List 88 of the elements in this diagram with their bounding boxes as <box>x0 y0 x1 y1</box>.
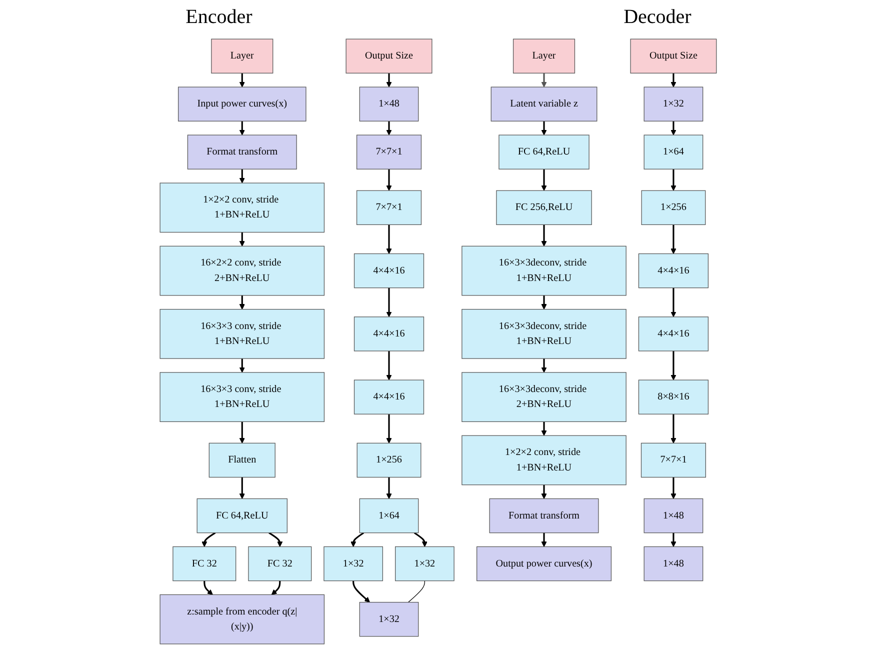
node-box: 16×3×3deconv, stride 2+BN+ReLU <box>462 372 627 422</box>
arrow <box>240 422 246 444</box>
node-box: 4×4×16 <box>638 316 709 352</box>
arrow <box>670 414 676 444</box>
node-box: 4×4×16 <box>354 380 424 414</box>
node-box: Layer <box>513 38 576 74</box>
arrow <box>386 414 392 444</box>
arrow <box>542 121 548 136</box>
node-box: Output Size <box>346 38 433 74</box>
node-box: 1×256 <box>357 442 422 478</box>
arrow <box>386 73 392 88</box>
node-box: 4×4×16 <box>638 253 709 288</box>
arrow <box>670 532 676 547</box>
node-box: 1×256 <box>642 190 706 225</box>
arrow <box>670 73 676 88</box>
arrow <box>670 477 676 499</box>
arrow <box>386 169 392 191</box>
node-box: 4×4×16 <box>354 253 424 288</box>
connector <box>408 580 426 603</box>
node-box: 7×7×1 <box>356 134 422 170</box>
node-box: Layer <box>211 38 274 74</box>
node-box: FC 64,ReLU <box>498 134 590 170</box>
arrow <box>542 169 548 191</box>
node-box: 1×64 <box>360 498 419 534</box>
node-box: 1×32 <box>644 86 704 122</box>
node-box: Output Size <box>630 38 717 74</box>
arrow <box>670 224 676 254</box>
node-box: 16×2×2 conv, stride 2+BN+ReLU <box>160 246 325 296</box>
node-box: 1×2×2 conv, stride 1+BN+ReLU <box>462 435 627 486</box>
node-box: Output power curves(x) <box>476 546 612 582</box>
node-box: 4×4×16 <box>354 316 424 352</box>
arrow <box>386 224 392 254</box>
arrow <box>386 121 392 136</box>
node-box: 1×48 <box>644 546 704 582</box>
arrow <box>240 73 246 88</box>
node-box: Format transform <box>188 134 298 170</box>
node-box: Format transform <box>490 498 600 534</box>
node-box: FC 256,ReLU <box>496 190 592 225</box>
arrow <box>542 73 548 88</box>
arrow <box>670 350 676 380</box>
arrow <box>542 358 548 373</box>
node-box: 1×32 <box>395 546 455 582</box>
node-box: 16×3×3deconv, stride 1+BN+ReLU <box>462 246 627 296</box>
arrow <box>386 477 392 499</box>
arrow <box>542 295 548 310</box>
arrow <box>204 580 214 595</box>
node-box: FC 64,ReLU <box>197 498 288 534</box>
arrow <box>202 532 216 547</box>
arrow <box>670 288 676 318</box>
node-box: FC 32 <box>172 546 236 582</box>
arrow <box>670 121 676 136</box>
node-box: Input power curves(x) <box>178 86 307 122</box>
arrow <box>542 532 548 547</box>
arrow <box>414 532 428 547</box>
node-box: 7×7×1 <box>356 190 422 225</box>
node-box: z:sample from encoder q(z|(x|y)) <box>160 594 325 644</box>
arrow <box>240 358 246 373</box>
node-box: 16×3×3 conv, stride 1+BN+ReLU <box>160 372 325 422</box>
arrow <box>670 169 676 191</box>
node-box: 16×3×3deconv, stride 1+BN+ReLU <box>462 308 627 359</box>
arrow <box>240 121 246 136</box>
arrow <box>240 477 246 499</box>
node-box: 1×32 <box>324 546 384 582</box>
arrow <box>240 295 246 310</box>
node-box: 8×8×16 <box>638 380 709 414</box>
node-box: FC 32 <box>248 546 312 582</box>
arrow <box>350 532 364 547</box>
arrow <box>268 532 283 547</box>
node-box: 7×7×1 <box>641 442 706 478</box>
node-box: 1×64 <box>644 134 704 170</box>
arrow <box>542 422 548 436</box>
arrow <box>272 580 281 595</box>
arrow <box>542 224 548 246</box>
column-heading: Decoder <box>624 6 692 28</box>
arrow <box>352 580 370 603</box>
arrow <box>542 484 548 499</box>
node-box: 1×2×2 conv, stride 1+BN+ReLU <box>160 182 325 233</box>
node-box: Flatten <box>209 442 276 478</box>
arrow <box>386 350 392 380</box>
arrow <box>386 288 392 318</box>
node-box: 1×48 <box>644 498 704 534</box>
column-heading: Encoder <box>186 6 252 28</box>
arrow <box>240 169 246 184</box>
node-box: 16×3×3 conv, stride 1+BN+ReLU <box>160 308 325 359</box>
arrow <box>240 232 246 246</box>
node-box: 1×48 <box>360 86 419 122</box>
node-box: Latent variable z <box>491 86 598 122</box>
node-box: 1×32 <box>360 602 419 637</box>
